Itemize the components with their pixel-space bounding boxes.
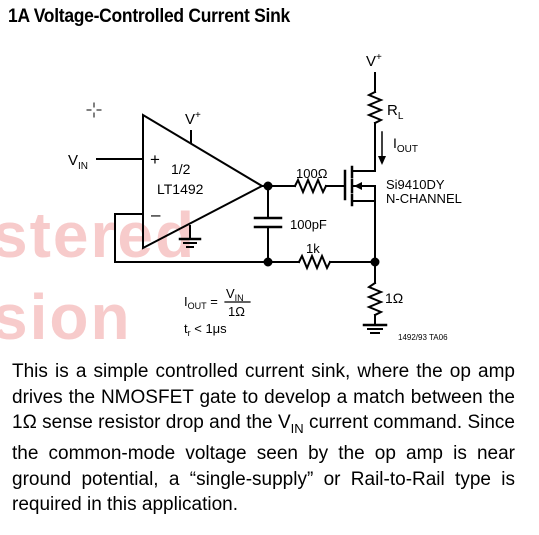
rise-time-label: tr < 1μs — [184, 321, 227, 338]
mosfet-part-label: Si9410DY — [386, 177, 445, 192]
capacitor-label: 100pF — [290, 217, 327, 232]
page-title: 1A Voltage-Controlled Current Sink — [8, 6, 290, 27]
vplus-top-label: V+ — [366, 52, 382, 70]
equation-lhs: IOUT = — [184, 294, 218, 311]
opamp-triangle — [142, 113, 265, 250]
feedback-resistor-label: 1k — [306, 241, 320, 256]
opamp-minus-sign: – — [151, 205, 161, 224]
mosfet-arrow — [354, 182, 362, 190]
gate-resistor-label: 100Ω — [296, 166, 328, 181]
crosshair-mark — [86, 102, 102, 118]
rl-label: RL — [387, 102, 404, 122]
gate-resistor — [293, 177, 328, 195]
mosfet-type-label: N-CHANNEL — [386, 191, 462, 206]
feedback-resistor — [297, 253, 332, 271]
watermark-line-2: sion — [0, 281, 132, 353]
vin-label: VIN — [68, 152, 88, 172]
equation-denominator: 1Ω — [228, 304, 245, 319]
sense-resistor — [366, 281, 384, 317]
figure-id: 1492/93 TA06 — [398, 333, 448, 342]
circuit-diagram: V+ V+ + – 1/2 LT1492 VIN 100Ω 100pF 1k R… — [68, 52, 462, 342]
opamp-part-line1: 1/2 — [171, 161, 191, 177]
vplus-opamp-label: V+ — [185, 110, 201, 128]
description-paragraph: This is a simple controlled current sink… — [12, 361, 515, 516]
sense-resistor-label: 1Ω — [385, 290, 403, 306]
rl-resistor — [366, 90, 384, 125]
node-feedback — [263, 257, 273, 267]
equation-numerator: VIN — [226, 286, 244, 303]
opamp-plus-sign: + — [150, 150, 160, 169]
iout-label: IOUT — [393, 135, 418, 155]
opamp-part-line2: LT1492 — [157, 181, 204, 197]
watermark-line-1: stered — [0, 199, 197, 271]
